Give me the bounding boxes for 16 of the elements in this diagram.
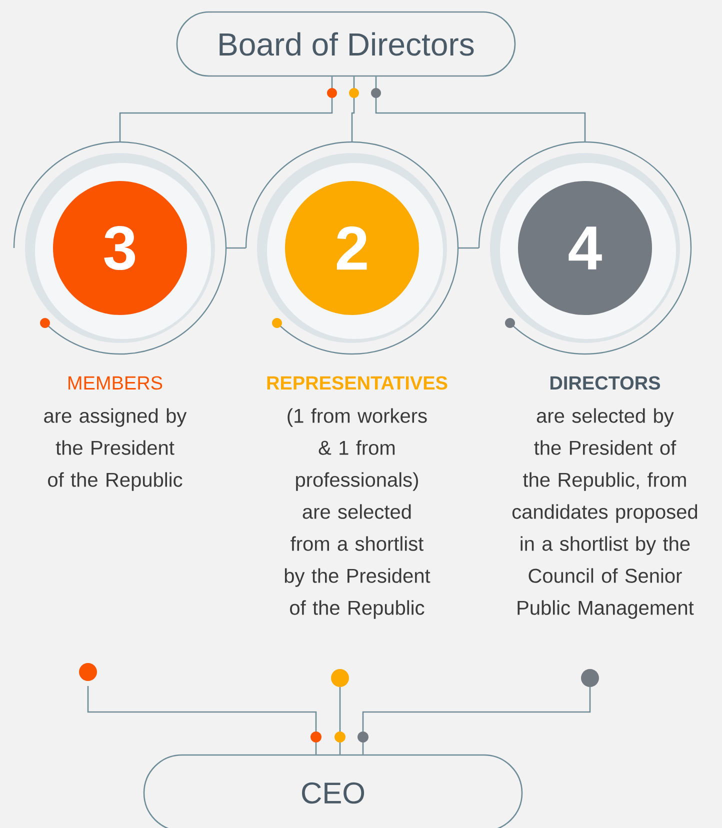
connector [79, 663, 322, 754]
caption-text: are assigned by the President of the Republic [44, 408, 187, 491]
rounded-box: CEO [143, 754, 523, 828]
caption-heading: REPRESENTATIVES [267, 376, 448, 390]
connector [331, 669, 349, 754]
caption-text: are selected by the President of the Republic, from candidates proposed in a shortlist by the Council of Senior Public Management [512, 408, 698, 619]
caption-text: (1 from workers & 1 from professionals) are selected from a shortlist by the President of the Republic [284, 408, 430, 619]
caption-heading: DIRECTORS [550, 376, 660, 390]
connector [458, 247, 479, 249]
caption-heading: MEMBERS [68, 376, 162, 390]
connector [226, 247, 246, 249]
connector [358, 669, 599, 754]
connector [349, 76, 359, 142]
rounded-box: Board of Directors [176, 11, 516, 77]
connector [371, 76, 586, 142]
connector [119, 76, 337, 142]
